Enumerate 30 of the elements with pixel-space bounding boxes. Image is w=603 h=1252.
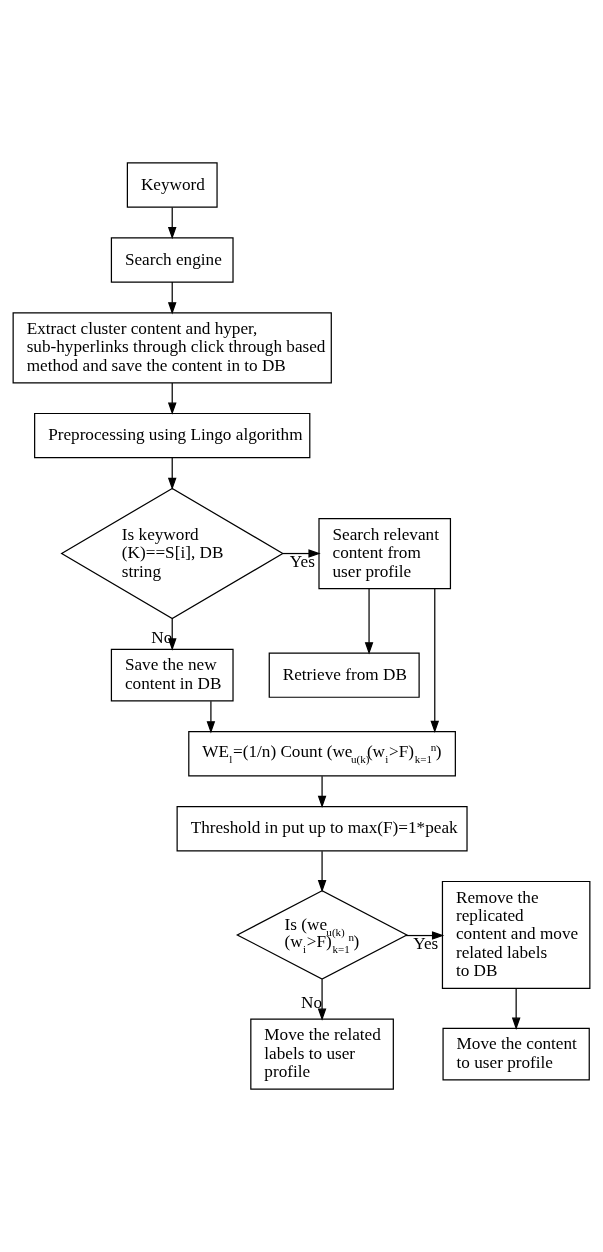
arrow — [167, 457, 177, 490]
arrow — [511, 987, 521, 1030]
node-box: Search relevant content from user profile — [318, 517, 452, 590]
arrow — [317, 978, 327, 1021]
arrow — [317, 850, 327, 893]
node-box: Keyword — [126, 162, 218, 208]
edge-label: Yes — [413, 934, 439, 954]
node-box: Search engine — [110, 237, 234, 283]
node-box: Retrieve from DB — [268, 652, 420, 698]
arrow — [364, 588, 374, 655]
node-box: WE$_{l}$=(1/n) Count (we$_{u(k)}$(w$_{i}$>F)$_{k=1}$$^{n}$) — [188, 731, 456, 777]
arrow — [282, 549, 321, 558]
node-diamond: Is (we$_{u(k)}$ (w$_{i}$>F)$_{k=1}$$^{n}$) — [236, 890, 409, 980]
arrow — [167, 382, 177, 415]
node-box: Threshold in put up to max(F)=1*peak — [176, 805, 468, 852]
arrow — [167, 206, 177, 240]
arrow — [317, 775, 327, 809]
arrow — [167, 281, 177, 315]
node-diamond: Is keyword (K)==S[i], DB string — [60, 487, 284, 620]
edge-label: No — [301, 992, 323, 1012]
node-box: Preprocessing using Lingo algorithm — [34, 412, 311, 459]
node-box: Move the related labels to user profile — [250, 1018, 394, 1090]
node-box: Extract cluster content and hyper, sub-hyperlinks through click through based method and save the content in to DB — [12, 312, 332, 384]
node-box: Move the content to user profile — [442, 1027, 590, 1081]
arrow — [430, 588, 440, 734]
edge-label: Yes — [289, 552, 315, 572]
arrow — [206, 700, 216, 734]
node-box: Remove the replicated content and move related labels to DB — [441, 880, 591, 989]
arrow — [405, 931, 445, 940]
node-box: Save the new content in DB — [110, 648, 234, 702]
